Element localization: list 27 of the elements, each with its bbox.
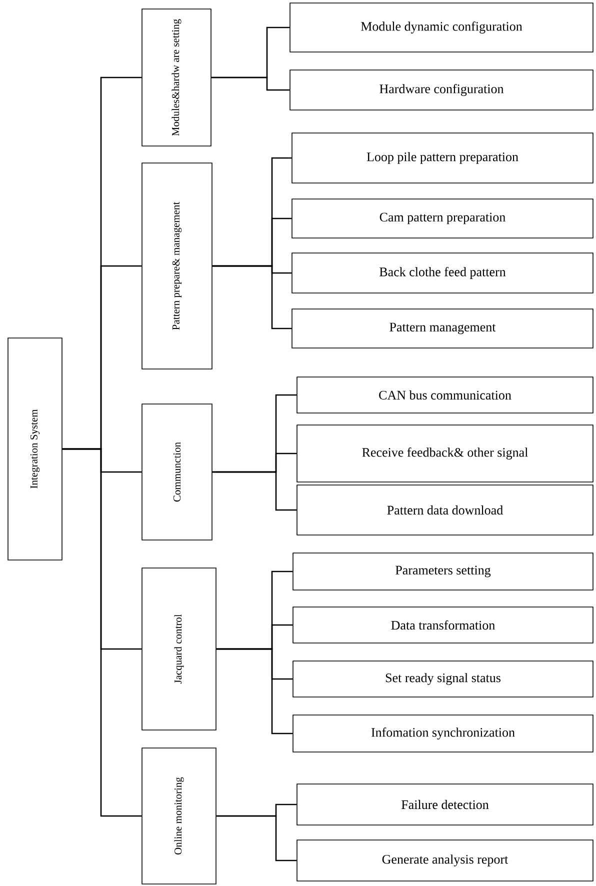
function-box: Set ready signal status bbox=[292, 660, 594, 698]
function-box: Failure detection bbox=[296, 784, 594, 826]
connector-line bbox=[216, 648, 293, 734]
category-box: Jacquard control bbox=[142, 568, 216, 730]
category-box: Modules&hardw are setting bbox=[142, 8, 212, 146]
function-box: Cam pattern preparation bbox=[292, 198, 594, 238]
function-box: Loop pile pattern preparation bbox=[292, 132, 594, 184]
function-box: Infomation synchronization bbox=[292, 714, 594, 752]
function-box: CAN bus communication bbox=[296, 376, 594, 414]
connector-line bbox=[62, 448, 142, 817]
function-box: Parameters setting bbox=[292, 552, 594, 590]
category-box: Pattern prepare& management bbox=[142, 162, 212, 370]
function-box: Data transformation bbox=[292, 606, 594, 644]
connector-line bbox=[216, 815, 297, 862]
function-box: Receive feedback& other signal bbox=[296, 424, 594, 482]
function-box: Pattern management bbox=[292, 308, 594, 348]
category-box: Communction bbox=[142, 404, 212, 540]
function-box: Hardware configuration bbox=[290, 70, 594, 110]
function-box: Pattern data download bbox=[296, 484, 594, 536]
function-box: Generate analysis report bbox=[296, 840, 594, 882]
function-box: Module dynamic configuration bbox=[290, 2, 594, 52]
function-box: Back clothe feed pattern bbox=[292, 252, 594, 294]
root-box: Integration System bbox=[8, 338, 62, 560]
connector-line bbox=[211, 76, 290, 91]
category-box: Online monitoring bbox=[142, 748, 216, 884]
connector-line bbox=[212, 265, 292, 330]
connector-line bbox=[212, 471, 297, 511]
